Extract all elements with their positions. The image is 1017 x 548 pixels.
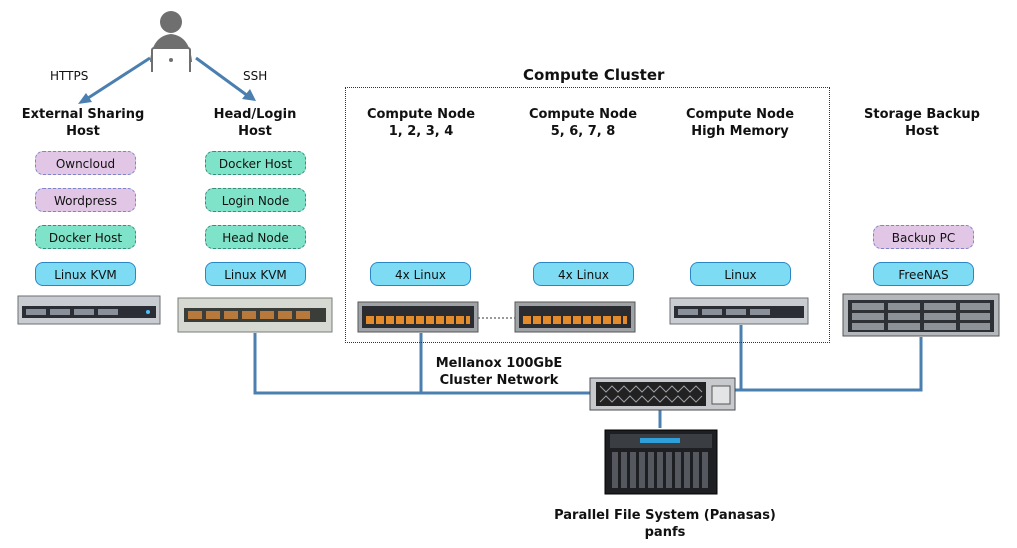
head-network-link: [253, 333, 590, 395]
external-host-title: External Sharing Host: [21, 107, 145, 139]
backup-host-title: Storage Backup Host: [864, 107, 980, 139]
service-owncloud: Owncloud: [35, 151, 136, 175]
head-host-title: Head/Login Host: [213, 107, 297, 139]
backup-network-link: [735, 337, 923, 392]
service-freenas: FreeNAS: [873, 262, 974, 286]
highmem-title: Compute Node High Memory: [685, 107, 795, 139]
service-docker-host: Docker Host: [35, 225, 136, 249]
https-arrowhead: [78, 93, 92, 104]
https-arrow: [84, 56, 151, 102]
compute1-title: Compute Node 1, 2, 3, 4: [366, 107, 476, 139]
network-switch-icon: [589, 377, 736, 411]
service-backup-pc: Backup PC: [873, 225, 974, 249]
storage-label: Parallel File System (Panasas) panfs: [554, 508, 776, 540]
service-linux-kvm: Linux KVM: [35, 262, 136, 286]
compute1-server-icon: [357, 301, 479, 333]
service-login-node: Login Node: [205, 188, 306, 212]
ssh-label: SSH: [243, 69, 268, 83]
ssh-arrowhead: [242, 89, 256, 101]
service-linux-kvm: Linux KVM: [205, 262, 306, 286]
user-laptop-icon: [146, 6, 196, 75]
head-server-icon: [177, 297, 333, 333]
service-4x-linux: 4x Linux: [533, 262, 634, 286]
service-docker-host: Docker Host: [205, 151, 306, 175]
backup-server-icon: [842, 293, 1000, 337]
network-label: Mellanox 100GbE Cluster Network: [435, 356, 563, 388]
compute2-server-icon: [514, 301, 636, 333]
service-4x-linux: 4x Linux: [370, 262, 471, 286]
service-head-node: Head Node: [205, 225, 306, 249]
compute2-title: Compute Node 5, 6, 7, 8: [528, 107, 638, 139]
compute-cluster-title: Compute Cluster: [523, 66, 665, 84]
ssh-arrow: [195, 56, 249, 98]
highmem-server-icon: [669, 297, 809, 325]
https-label: HTTPS: [50, 69, 89, 83]
service-wordpress: Wordpress: [35, 188, 136, 212]
compute-cluster-box: [345, 87, 830, 343]
external-server-icon: [17, 295, 161, 325]
storage-array-icon: [604, 429, 718, 495]
service-linux: Linux: [690, 262, 791, 286]
